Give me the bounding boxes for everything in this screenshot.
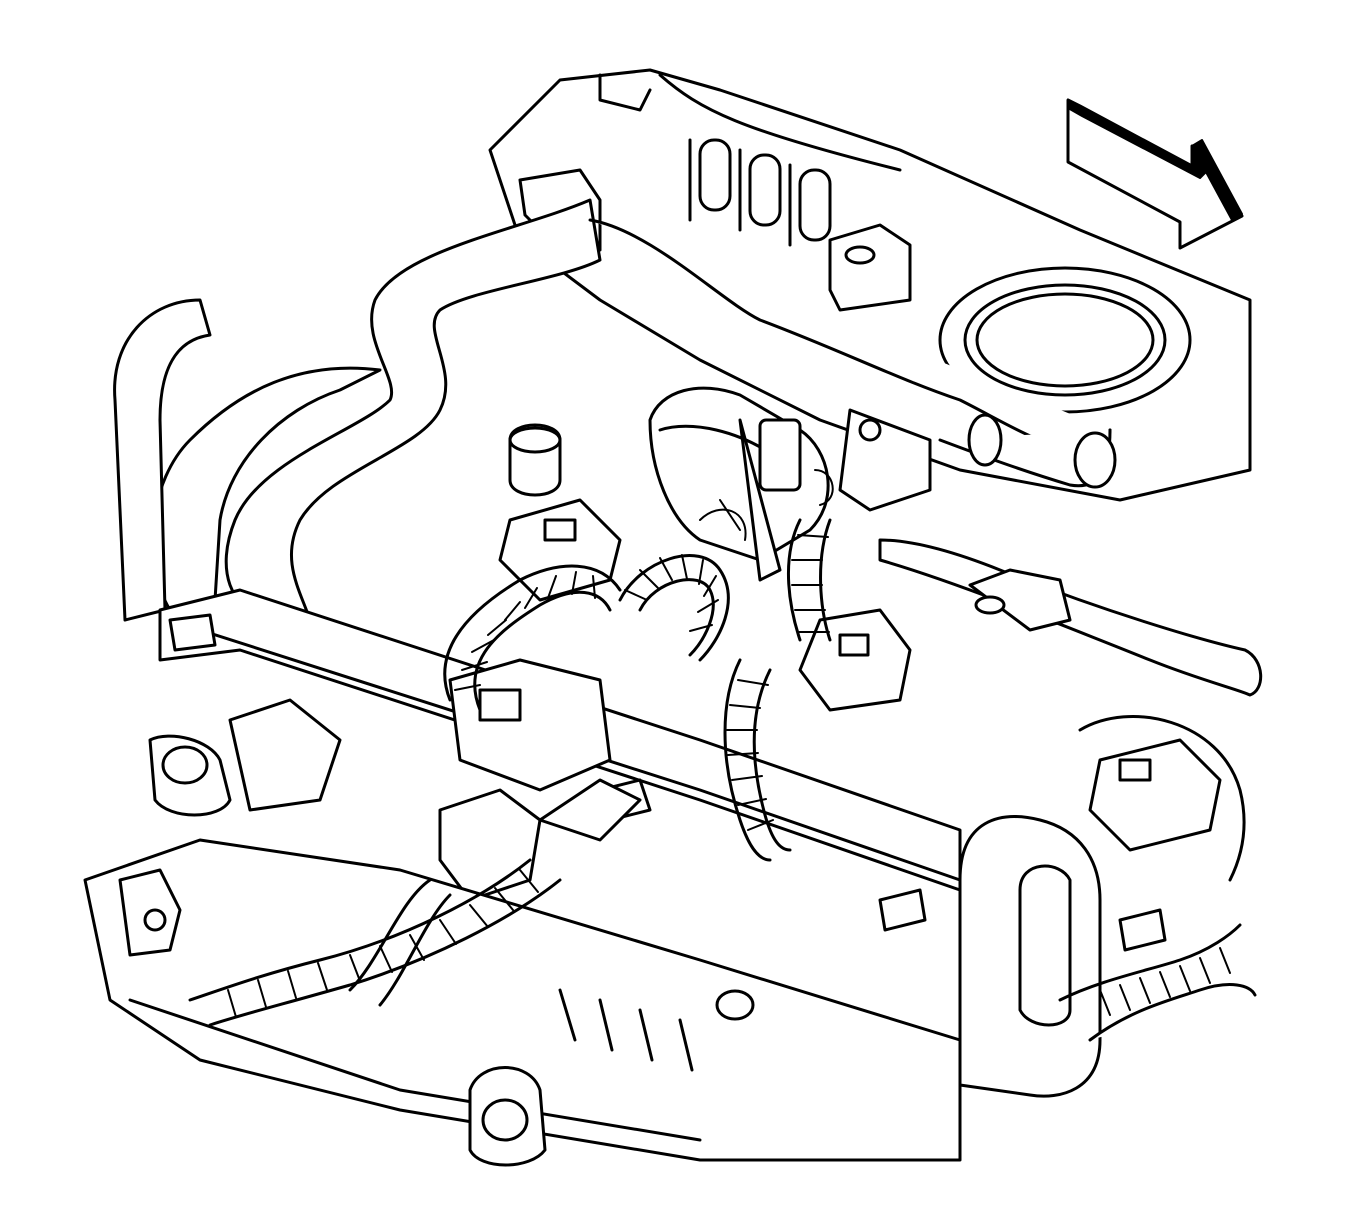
manifold-runner-3 <box>798 168 832 242</box>
intake-port <box>938 266 1192 414</box>
connector-tab <box>1118 758 1152 782</box>
sensor-connector <box>758 418 802 492</box>
bolt-hole <box>161 745 209 785</box>
sensor <box>648 386 932 582</box>
sensor-wires <box>699 469 834 541</box>
connector-tab <box>838 633 870 657</box>
right-hose <box>878 538 1263 697</box>
bolt-hole <box>715 989 755 1021</box>
wiring-harness <box>188 518 832 1027</box>
lifting-bracket <box>958 815 1102 1098</box>
right-injector <box>1078 715 1246 882</box>
bolt-hole <box>844 245 876 265</box>
sensor-bolt <box>858 418 882 442</box>
left-hose <box>113 298 382 622</box>
injector-bolt-left <box>508 423 562 497</box>
manifold-runner-2 <box>748 153 782 227</box>
wiring-harness-right <box>1058 923 1257 1042</box>
engine-block-lower <box>83 698 962 1167</box>
injector-clip <box>478 688 522 722</box>
direction-arrow <box>1066 98 1244 250</box>
bolt-hole <box>481 1098 529 1142</box>
manifold-runner-1 <box>698 138 732 212</box>
connector-tab <box>543 518 577 542</box>
fuel-injector <box>438 658 642 902</box>
